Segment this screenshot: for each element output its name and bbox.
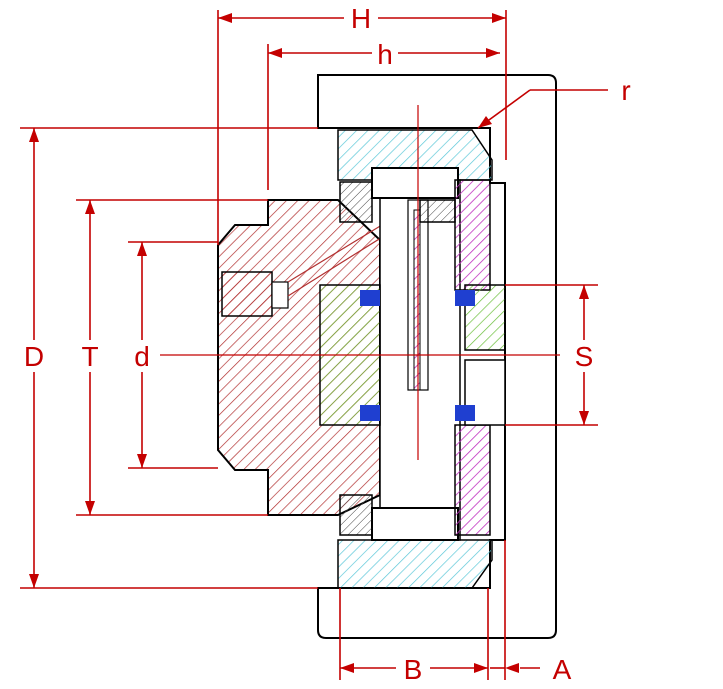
- label-A: A: [553, 654, 572, 685]
- upper-roller: [339, 167, 459, 223]
- label-r: r: [621, 75, 630, 106]
- label-h: h: [377, 39, 393, 70]
- label-H: H: [351, 3, 371, 34]
- dimension-labels: H h r D T d S B A: [20, 2, 631, 685]
- label-B: B: [404, 654, 423, 685]
- label-d: d: [134, 341, 150, 372]
- shaft: [379, 179, 461, 541]
- label-T: T: [81, 341, 98, 372]
- stud-body: [217, 199, 401, 516]
- label-D: D: [24, 341, 44, 372]
- label-S: S: [575, 341, 594, 372]
- arrowheads: [29, 13, 589, 673]
